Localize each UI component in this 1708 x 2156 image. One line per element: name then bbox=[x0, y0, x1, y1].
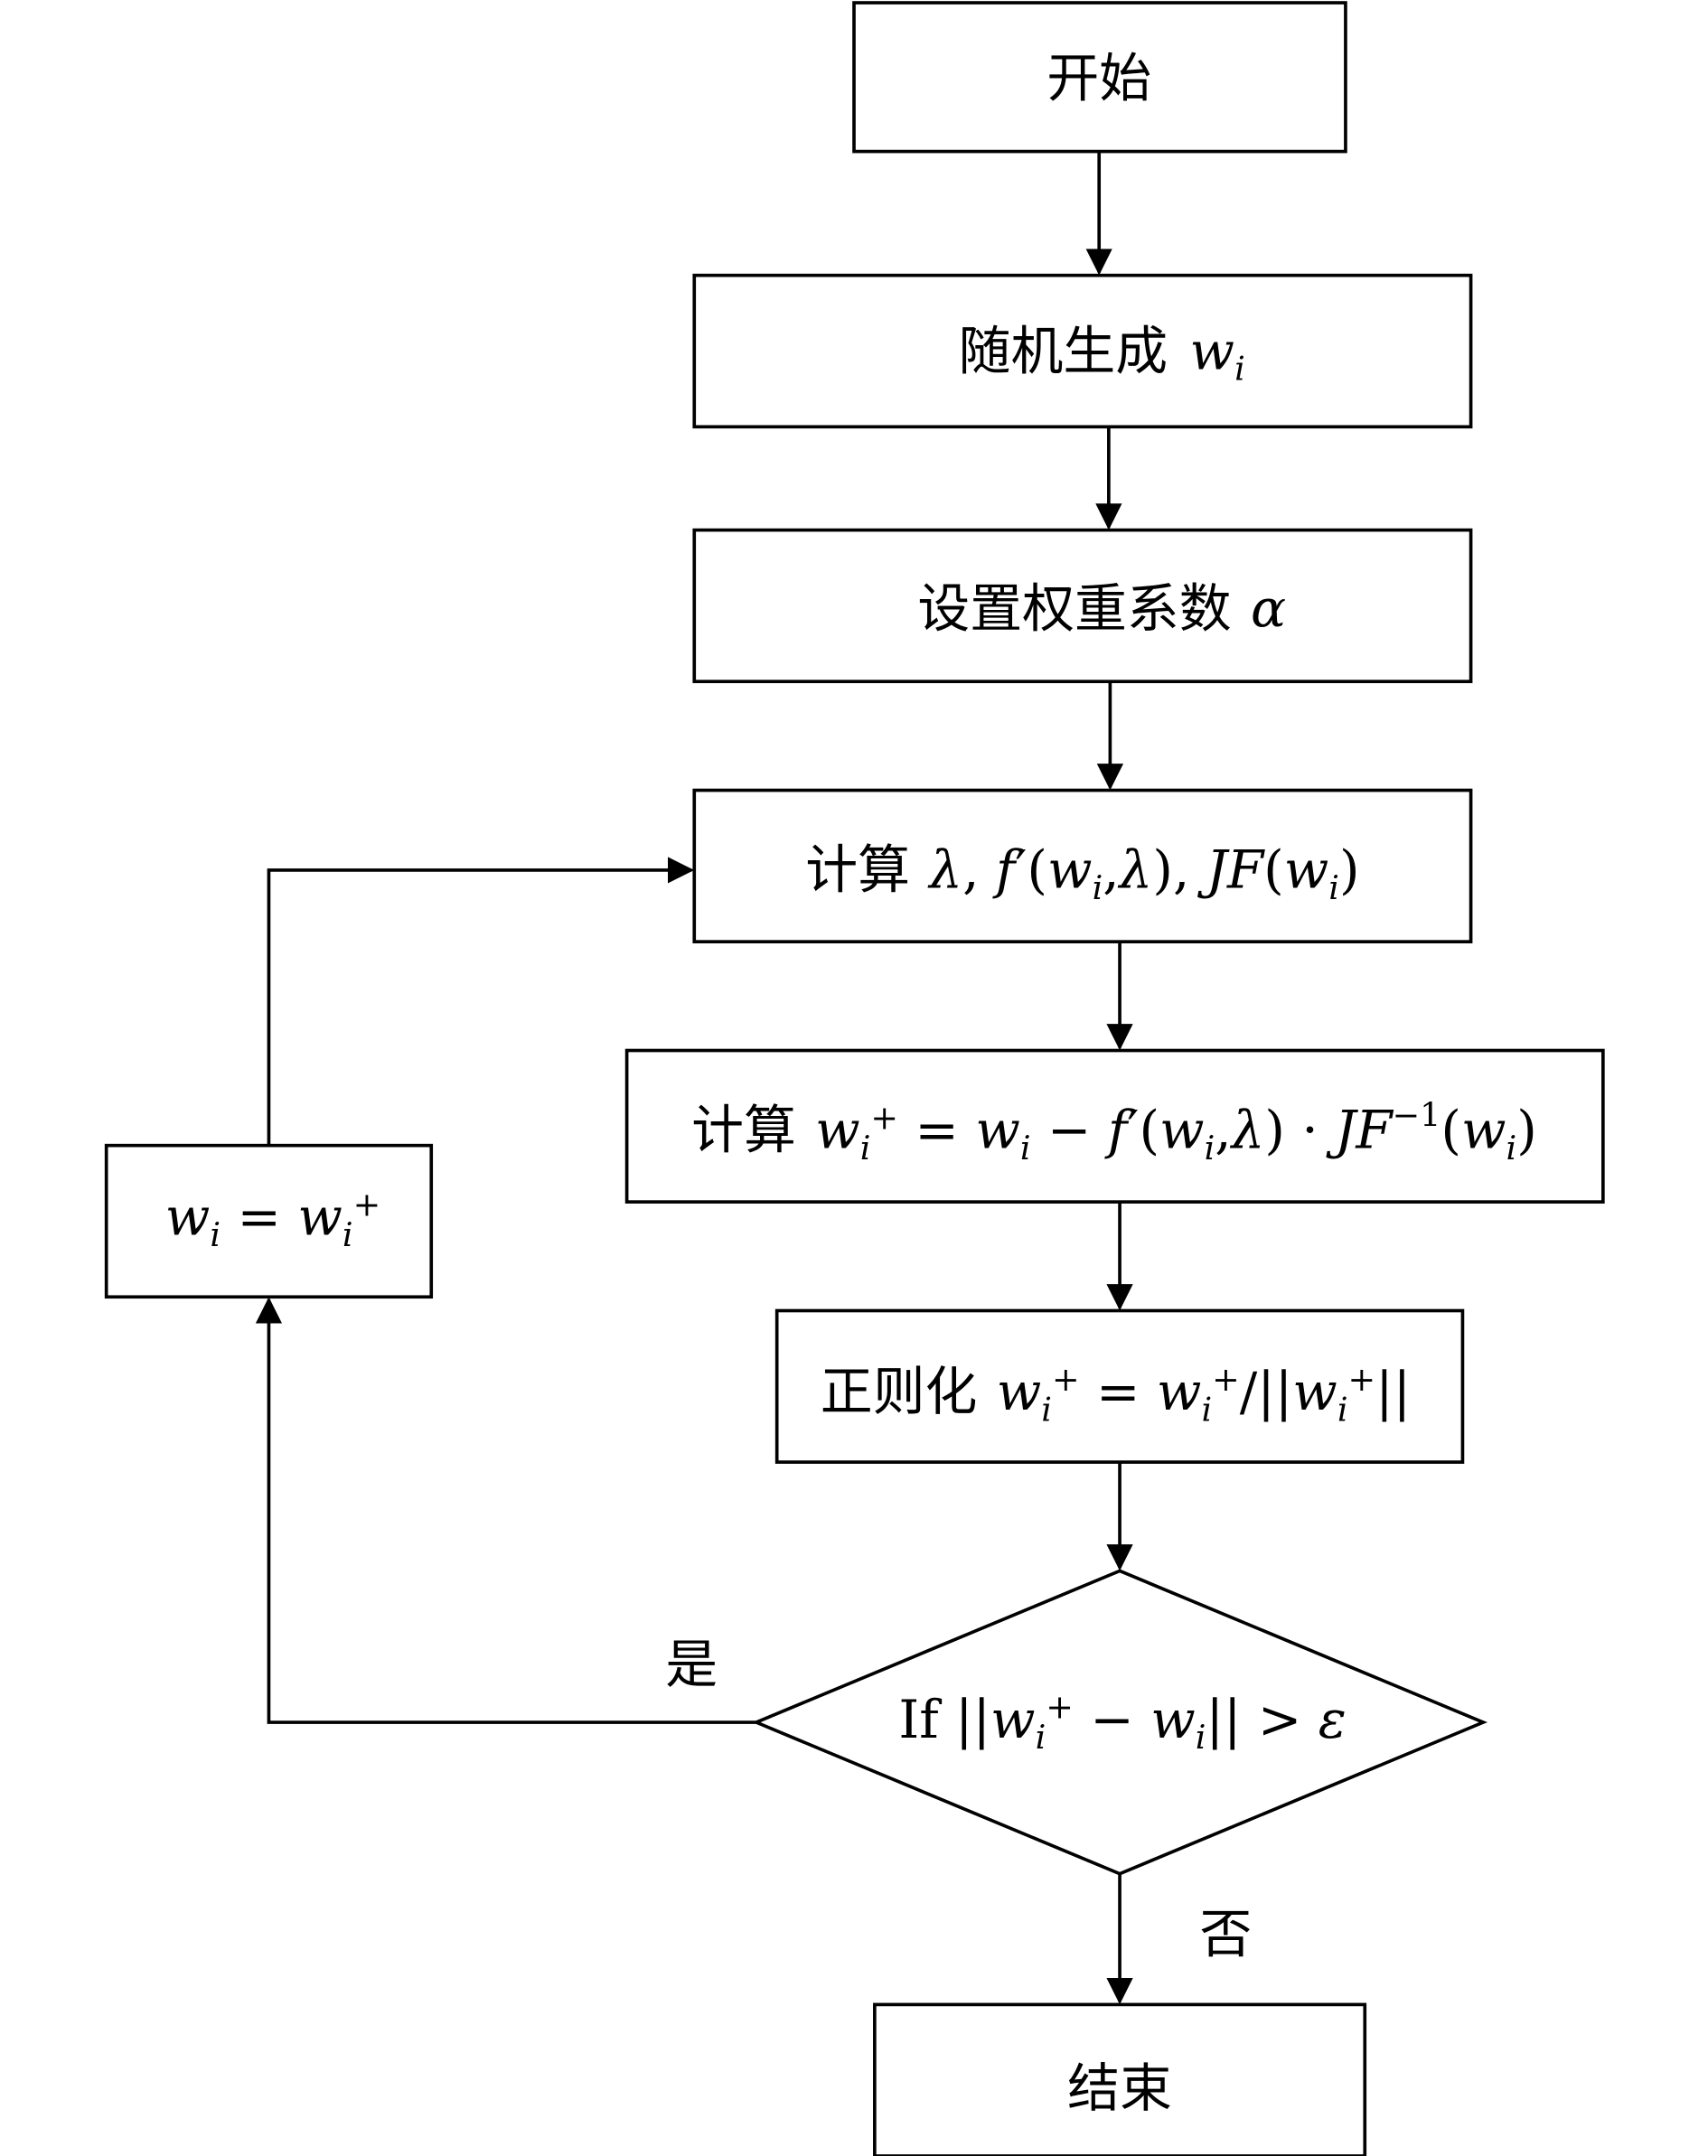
edge-check-update bbox=[255, 1297, 756, 1724]
node-end: 结束 bbox=[873, 2002, 1367, 2156]
node-update: wi = wi+ bbox=[104, 1143, 434, 1299]
edge-update-compute1 bbox=[267, 857, 695, 1146]
node-check-label: If ||wi+ − wi|| > ε bbox=[898, 1687, 1346, 1757]
edge-label-yes: 是 bbox=[665, 1634, 718, 1695]
node-check: If ||wi+ − wi|| > ε bbox=[752, 1569, 1488, 1876]
node-start-label: 开始 bbox=[1046, 48, 1151, 109]
node-end-label: 结束 bbox=[1067, 2058, 1172, 2119]
node-update-label: wi = wi+ bbox=[165, 1185, 380, 1254]
edge-label-no: 否 bbox=[1199, 1904, 1252, 1965]
node-start: 开始 bbox=[852, 1, 1347, 154]
